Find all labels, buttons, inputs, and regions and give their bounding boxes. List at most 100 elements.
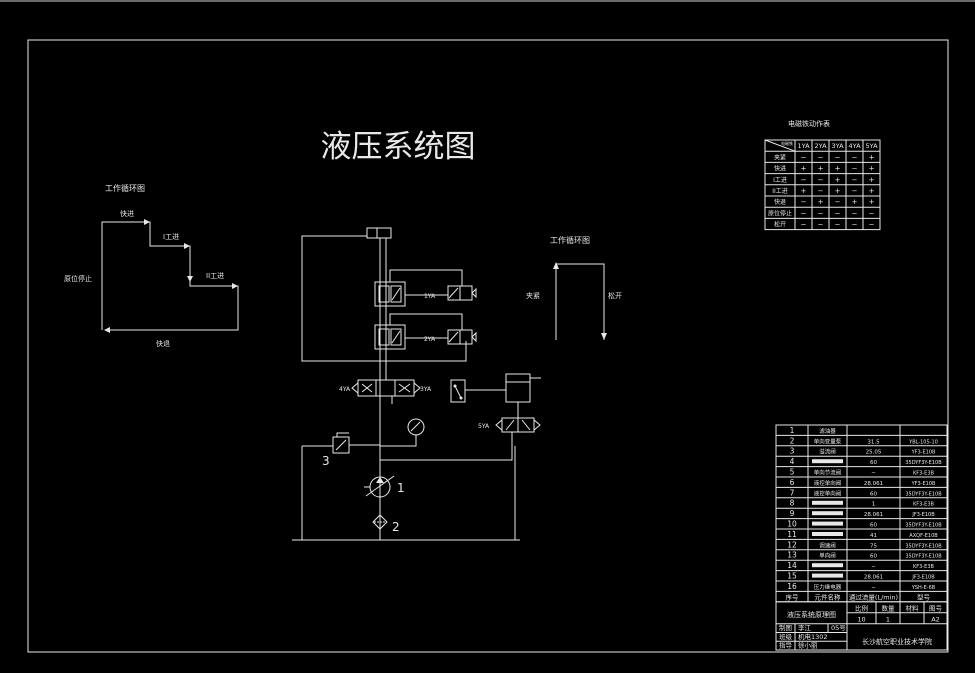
action-table-row-label: 原位停止: [768, 209, 792, 217]
cycle-right-title: 工作循环图: [550, 235, 590, 245]
action-table-cell: +: [801, 187, 807, 195]
action-table-title: 电磁铁动作表: [788, 119, 830, 128]
title-block-label: 材料: [906, 603, 920, 612]
sheet-name: 液压系统原理图: [787, 610, 836, 619]
bom-row-model: YSH-E-6B: [911, 585, 936, 591]
action-table-cell: −: [801, 221, 807, 229]
callout-2: 1: [397, 481, 405, 495]
bom-row-name: 单向变量泵: [814, 437, 842, 445]
action-table-cell: +: [869, 165, 875, 173]
action-table-header: 2YA: [814, 142, 827, 150]
action-table-cell: +: [818, 198, 824, 206]
action-table-cell: −: [852, 187, 858, 195]
title-block-border: [775, 601, 948, 651]
action-table-cell: −: [852, 221, 858, 229]
cycle-right-label-release: 松开: [608, 291, 622, 300]
action-table-cell: −: [852, 209, 858, 217]
bom-row-no: 3: [790, 447, 795, 456]
action-table-cell: −: [869, 209, 875, 217]
action-table-cell: −: [818, 187, 824, 195]
bom-row-no: 1: [790, 426, 795, 435]
bom-row-flow: −: [871, 585, 876, 591]
bom-row-model: JF3-E10B: [911, 575, 935, 581]
action-table-cell: +: [869, 153, 875, 161]
bom-row-model: 35DYF3Y-E10B: [905, 523, 942, 529]
action-table-row-label: I工进: [773, 176, 787, 184]
bom-row-flow: −: [871, 471, 876, 477]
bom-row-no: 13: [787, 551, 797, 560]
bom-row-no: 4: [790, 457, 795, 466]
action-table-cell: +: [818, 165, 824, 173]
bom-row-flow: 28.061: [864, 575, 883, 581]
bom-row-flow: 60: [870, 491, 877, 497]
bom-row-flow: 75: [870, 543, 877, 549]
action-table-cell: +: [835, 176, 841, 184]
cycle-left-label-fast-return: 快退: [156, 339, 170, 348]
bom-row-flow: 1: [872, 502, 876, 508]
bom-row-no: 5: [790, 468, 795, 477]
signoff-extra: 05号: [831, 624, 846, 632]
bom-row-no: 7: [790, 488, 795, 497]
sheet-title: 液压系统图: [321, 129, 476, 165]
bom-row-model: 35DYF3Y-E10B: [905, 543, 942, 549]
action-table-cell: +: [801, 165, 807, 173]
bom-row-name: 溢流阀: [819, 448, 836, 456]
action-table-cell: −: [818, 209, 824, 217]
bom-row-model: 35DYF3Y-E10B: [905, 554, 942, 560]
signoff-label: 制图: [779, 623, 792, 632]
action-table-cell: −: [869, 221, 875, 229]
solenoid-label-4ya: 4YA: [339, 386, 351, 393]
action-table-cell: +: [835, 187, 841, 195]
action-table-header: 1YA: [797, 142, 810, 150]
action-table-cell: −: [801, 209, 807, 217]
cycle-right-label-clamp: 夹紧: [526, 291, 540, 300]
action-table-corner: 电磁铁: [781, 140, 793, 146]
bom-row-no: 10: [787, 520, 797, 529]
solenoid-label-3ya: 3YA: [420, 386, 432, 393]
action-table-header: 5YA: [865, 142, 878, 150]
solenoid-label-5ya: 5YA: [478, 423, 490, 430]
bom-row-no: 8: [790, 499, 795, 508]
action-table-cell: +: [869, 176, 875, 184]
action-table-cell: −: [818, 221, 824, 229]
bom-row-name: 液控单向阀: [814, 479, 842, 487]
bom-row-name: 单向阀: [819, 552, 836, 560]
action-table-cell: −: [835, 198, 841, 206]
action-table-cell: −: [801, 153, 807, 161]
bom-row-flow: 31.5: [867, 439, 880, 445]
action-table-cell: −: [852, 153, 858, 161]
callout-3: 3: [322, 454, 330, 468]
action-table-cell: −: [818, 153, 824, 161]
bom-row-no: 14: [787, 561, 797, 570]
bom-row-model: KF3-E3B: [913, 502, 934, 508]
cycle-left-title: 工作循环图: [105, 183, 145, 193]
action-table-row-label: II工进: [772, 187, 788, 195]
action-table-row-label: 松开: [774, 221, 786, 229]
bom-row-name: 滤油器: [819, 427, 836, 435]
bom-row-flow: 28.061: [864, 481, 883, 487]
cycle-left-label-fast-forward: 快进: [120, 209, 134, 218]
cycle-left-label-stop: 原位停止: [64, 274, 92, 283]
bom-header-cell: 元件名称: [815, 592, 842, 601]
signoff-label: 班级: [779, 632, 793, 641]
title-block-label: 图号: [929, 604, 943, 612]
cycle-diagram-right: 工作循环图 夹紧 松开: [526, 235, 622, 340]
action-table-cell: +: [835, 165, 841, 173]
bom-row-no: 12: [787, 540, 797, 549]
bom-row-model: KF3-E3B: [913, 564, 934, 570]
action-table-cell: −: [852, 176, 858, 184]
action-table-header: 3YA: [831, 142, 844, 150]
oil-filter: [372, 514, 388, 530]
bom-row-no: 2: [790, 436, 795, 445]
bom-row-flow: 41: [870, 533, 877, 539]
action-table-cell: −: [835, 209, 841, 217]
action-table-row-label: 夹紧: [774, 153, 786, 161]
action-table-cell: −: [801, 198, 807, 206]
signoff-value: 徐小丽: [798, 641, 818, 650]
hydraulic-circuit: 1YA 2YA 4YA 3YA: [292, 227, 541, 541]
bom-header-cell: 型号: [917, 592, 931, 601]
action-table-cell: −: [818, 176, 824, 184]
title-block-value: 1: [886, 615, 890, 623]
callout-1: 2: [392, 520, 400, 534]
